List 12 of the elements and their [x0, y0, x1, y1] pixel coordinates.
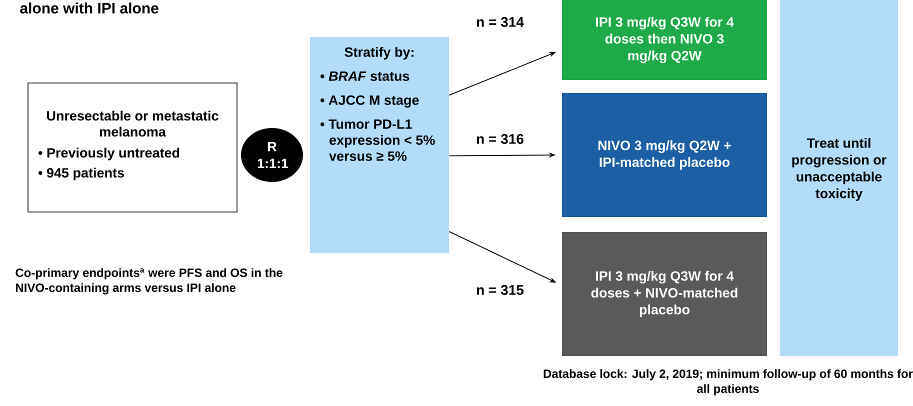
treatment-arm-box: NIVO 3 mg/kg Q2W + IPI-matched placebo: [562, 93, 767, 217]
edge-label: n = 315: [475, 284, 525, 296]
note-text: Co-primary endpoints$^{a}$ were PFS and OS in the NIVO-containing arms versus IPI alone: [16, 268, 282, 294]
treatment-arm-box: IPI 3 mg/kg Q3W for 4 doses then NIVO 3 mg/kg Q2W: [562, 0, 767, 80]
title: alone with IPI alone: [20, 2, 158, 14]
treatment-arm-box: IPI 3 mg/kg Q3W for 4 doses + NIVO-matched placebo: [562, 232, 767, 356]
treatment-duration-box: Treat until progression or unacceptable toxicity: [780, 0, 898, 356]
study-population-box: Unresectable or metastatic melanoma • Previously untreated • 945 patients: [28, 82, 238, 212]
note-text: Database lock: July 2, 2019; minimum follow-up of 60 months for all patients: [544, 369, 913, 396]
edge-label: n = 314: [475, 16, 525, 28]
edge-label: n = 316: [475, 133, 525, 145]
stratification-box: Stratify by: • BRAF status • AJCC M stage • Tumor PD-L1 expression < 5% versus ≥ 5%: [310, 37, 449, 253]
